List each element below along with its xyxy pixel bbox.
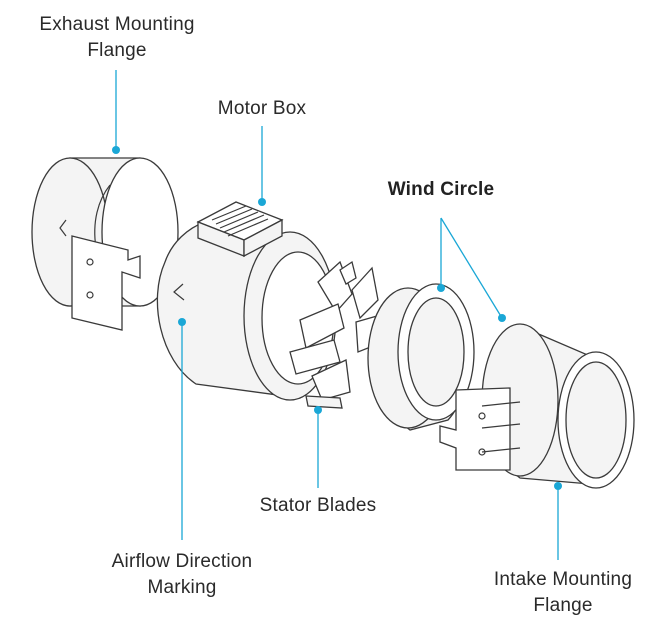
motor-box	[196, 201, 284, 258]
label-intake-flange-line1: Intake Mounting	[493, 569, 633, 590]
label-exhaust-flange: Exhaust Mounting Flange	[22, 12, 212, 64]
marker-exhaust-flange	[112, 146, 120, 154]
label-intake-flange: Intake Mounting Flange	[478, 567, 648, 619]
label-airflow-marking: Airflow Direction Marking	[92, 549, 272, 601]
label-wind-circle: Wind Circle	[387, 179, 495, 200]
marker-wind-circle-2	[498, 314, 506, 322]
exhaust-mounting-flange	[31, 157, 179, 331]
marker-intake-flange	[554, 482, 562, 490]
marker-airflow-marking	[178, 318, 186, 326]
label-exhaust-flange-line1: Exhaust Mounting	[39, 14, 195, 35]
label-exhaust-flange-line2: Flange	[87, 40, 147, 61]
marker-wind-circle-1	[437, 284, 445, 292]
label-stator-blades: Stator Blades	[259, 495, 377, 516]
wind-circle-ring	[367, 283, 475, 431]
marker-motor-box	[258, 198, 266, 206]
label-motor-box: Motor Box	[217, 98, 307, 119]
label-airflow-marking-line2: Marking	[147, 577, 217, 598]
leader-wind-circle-2	[440, 217, 503, 319]
intake-mounting-flange	[439, 323, 635, 489]
marker-stator-blades	[314, 406, 322, 414]
label-airflow-marking-line1: Airflow Direction	[111, 551, 253, 572]
label-intake-flange-line2: Flange	[533, 595, 593, 616]
callout-leaders	[112, 70, 562, 560]
